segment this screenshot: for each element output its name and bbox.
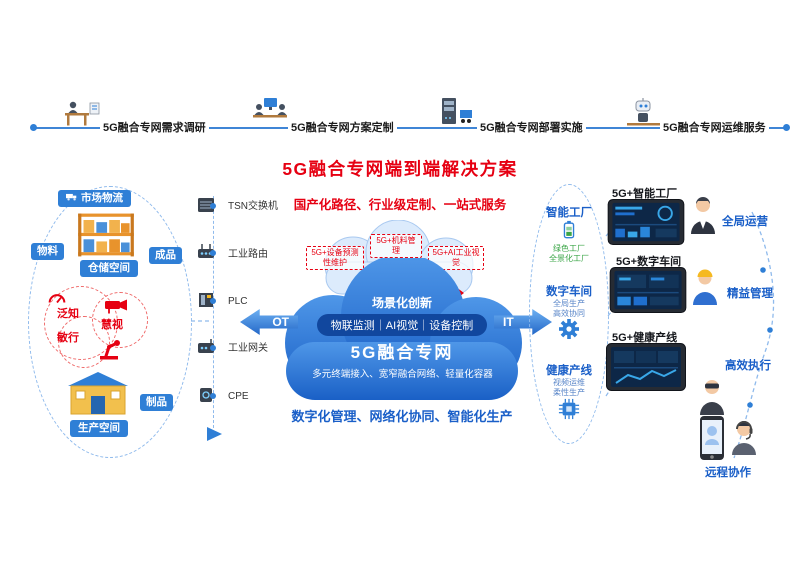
- timeline-step-label: 5G融合专网部署实施: [477, 121, 586, 135]
- device-chain-line: [213, 196, 214, 428]
- remote-collab-label: 远程协作: [705, 467, 751, 479]
- benefit-label: 高效执行: [725, 360, 771, 372]
- robot-arm-icon: [98, 336, 124, 365]
- scenario-line: 全景化工厂: [549, 254, 589, 263]
- vision-label: 慧视: [101, 319, 123, 331]
- production-text: 生产空间: [78, 422, 120, 434]
- core-cloud-shape: [258, 254, 546, 415]
- scenario-line: 柔性生产: [553, 388, 585, 397]
- device-label: CPE: [228, 391, 249, 402]
- finished-goods-text: 成品: [155, 249, 176, 261]
- device-label: PLC: [228, 296, 248, 307]
- cpe-icon: [196, 386, 216, 409]
- scenario-title: 健康产线: [546, 365, 592, 377]
- benefit-label: 全局运营: [722, 216, 768, 228]
- scenario-line: 全局生产: [553, 299, 585, 308]
- timeline-step-label: 5G融合专网需求调研: [100, 121, 209, 135]
- app-tag: 5G+设备预测性维护: [306, 246, 364, 270]
- truck-icon: [66, 192, 78, 205]
- cctv-camera-icon: [104, 297, 129, 319]
- tablet-screen: [605, 343, 687, 396]
- products-text: 制品: [146, 396, 167, 408]
- chain-dot: [210, 250, 216, 256]
- scenario-title: 智能工厂: [546, 207, 592, 219]
- design-icon: [252, 95, 288, 130]
- vr-person-icon: [695, 377, 729, 420]
- production-label: 生产空间: [70, 420, 128, 437]
- survey-icon: [64, 97, 100, 132]
- app-tag: 5G+机料管理: [370, 234, 422, 258]
- headset-person-icon: [729, 419, 759, 460]
- innovation-label: 场景化创新: [371, 296, 432, 310]
- suit-person-icon: [687, 196, 719, 239]
- page-title: 5G融合专网端到端解决方案: [282, 159, 518, 179]
- market-logistics-text: 市场物流: [81, 192, 123, 204]
- market-logistics-label: 市场物流: [58, 190, 131, 207]
- panel-title: 5G+智能工厂: [612, 188, 678, 200]
- timeline-line: [36, 127, 784, 129]
- timeline-step-label: 5G融合专网方案定制: [288, 121, 397, 135]
- benefit-label: 精益管理: [727, 288, 773, 300]
- sense-label: 泛知: [57, 308, 79, 320]
- scenario-loop-ellipse: [529, 184, 609, 444]
- products-label: 制品: [140, 394, 173, 411]
- deploy-icon: [438, 96, 474, 131]
- worker-person-icon: [689, 267, 721, 310]
- battery-icon: [559, 220, 579, 245]
- tablet-screen: [609, 267, 687, 318]
- core-network-title: 5G融合专网: [350, 343, 454, 362]
- phone-icon: [699, 415, 725, 466]
- tablet-screen: [607, 199, 685, 250]
- factory-loop-ellipse: [28, 186, 192, 458]
- factory-building-icon: [66, 368, 130, 423]
- materials-text: 物料: [37, 245, 58, 257]
- action-label: 敏行: [57, 332, 79, 344]
- capability-circle: [58, 316, 110, 368]
- page-subtitle: 国产化路径、行业级定制、一站式服务: [293, 198, 507, 212]
- capabilities-pill: 物联监测｜AI视觉｜设备控制: [317, 314, 487, 336]
- ot-label: OT: [272, 315, 289, 329]
- service-icon: [626, 97, 662, 132]
- materials-label: 物料: [31, 243, 64, 260]
- scenario-line: 绿色工厂: [553, 244, 585, 253]
- device-label: 工业路由: [228, 249, 268, 260]
- device-label: 工业网关: [228, 343, 268, 354]
- device-label: TSN交换机: [228, 201, 278, 212]
- chain-dot: [210, 203, 216, 209]
- warehouse-text: 仓储空间: [88, 262, 130, 274]
- scenario-title: 数字车间: [546, 286, 592, 298]
- storage-rack-icon: [76, 212, 136, 263]
- panel-title: 5G+数字车间: [616, 256, 682, 268]
- scenario-line: 视频运维: [553, 378, 585, 387]
- timeline-end-dot: [783, 124, 790, 131]
- gauge-icon: [46, 288, 68, 311]
- warehouse-label: 仓储空间: [80, 260, 138, 277]
- plc-icon: [196, 291, 216, 314]
- network-features: 多元终端接入、宽窄融合网络、轻量化容器: [312, 369, 493, 380]
- chain-dot: [210, 298, 216, 304]
- finished-goods-label: 成品: [149, 247, 182, 264]
- cloud-bottom-text: 数字化管理、网络化协同、智能化生产: [291, 409, 513, 424]
- gear-icon: [558, 318, 580, 345]
- scenario-line: 高效协同: [553, 309, 585, 318]
- timeline-start-dot: [30, 124, 37, 131]
- timeline-step-label: 5G融合专网运维服务: [660, 121, 769, 135]
- chip-icon: [558, 398, 580, 425]
- panel-title: 5G+健康产线: [612, 332, 678, 344]
- it-label: IT: [503, 315, 514, 329]
- chain-dot: [210, 393, 216, 399]
- chain-dot: [210, 345, 216, 351]
